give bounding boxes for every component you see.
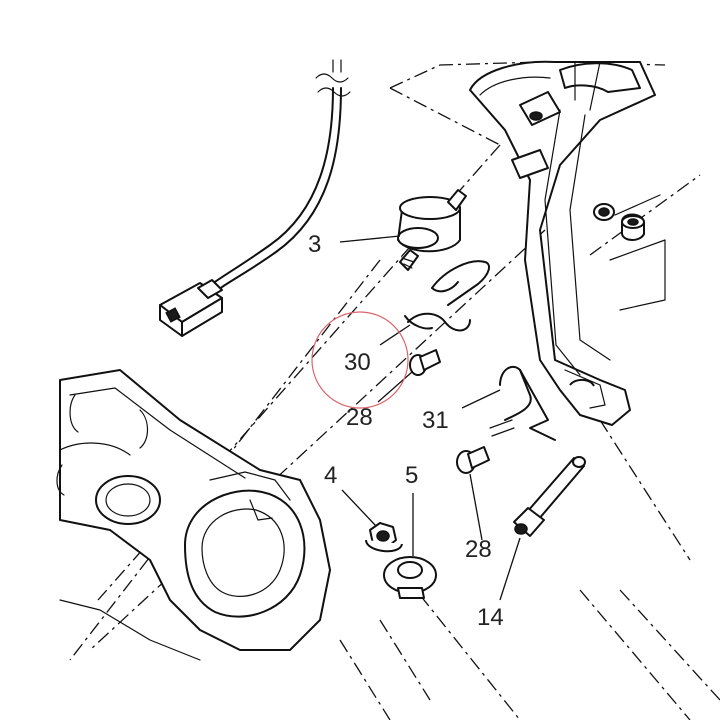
bracket-fasteners bbox=[593, 203, 645, 241]
part-28-upper-screw bbox=[409, 349, 441, 376]
mounting-bracket bbox=[469, 60, 666, 426]
triple-clamp bbox=[56, 369, 331, 661]
label-part-5: 5 bbox=[405, 462, 418, 489]
label-part-28-upper: 28 bbox=[346, 404, 373, 431]
label-part-14: 14 bbox=[477, 604, 504, 631]
highlight-circle bbox=[311, 311, 409, 409]
part-3-sensor bbox=[397, 189, 467, 271]
label-part-3: 3 bbox=[308, 231, 321, 258]
leader-lines bbox=[339, 235, 521, 601]
part-31-spring bbox=[489, 365, 556, 441]
part-14-bolt bbox=[513, 456, 586, 537]
part-labels: 3 30 28 31 4 5 28 14 bbox=[308, 231, 504, 631]
part-4-nut bbox=[365, 522, 403, 553]
label-part-31: 31 bbox=[422, 407, 449, 434]
sensor-cable bbox=[204, 59, 351, 296]
part-28-lower-screw bbox=[456, 446, 490, 474]
label-part-30: 30 bbox=[344, 349, 371, 376]
label-part-4: 4 bbox=[324, 462, 337, 489]
part-30-clip bbox=[404, 260, 491, 332]
part-5-damper bbox=[383, 556, 437, 599]
cable-connector bbox=[159, 279, 223, 337]
label-part-28-lower: 28 bbox=[465, 536, 492, 563]
